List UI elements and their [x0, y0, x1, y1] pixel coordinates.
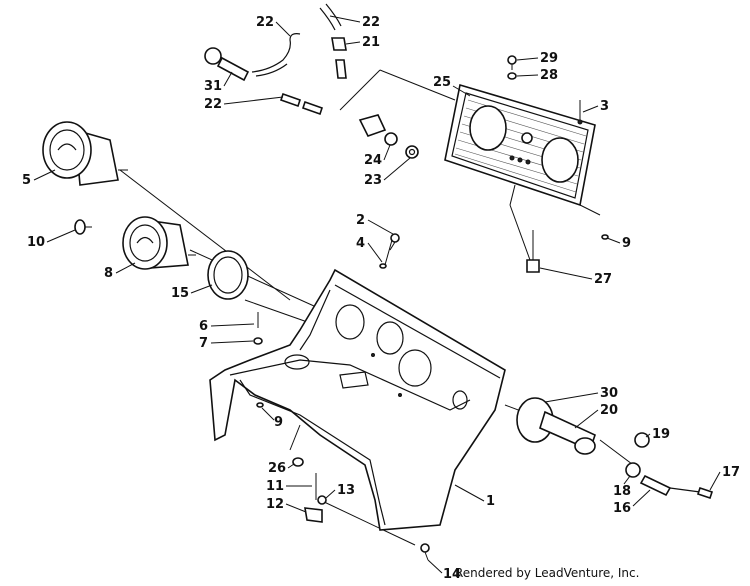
callout-26: 26 [268, 461, 286, 476]
callout-22b: 22 [362, 15, 380, 30]
callout-21: 21 [362, 35, 380, 50]
callout-25: 25 [433, 75, 451, 90]
washer-9-top [601, 234, 609, 240]
callout-23: 23 [364, 173, 382, 188]
callout-10: 10 [27, 235, 45, 250]
tachometer-gauge [122, 216, 196, 270]
callout-6: 6 [199, 319, 208, 334]
callout-22c: 22 [204, 97, 222, 112]
gauge-bezel-ring [207, 250, 249, 300]
callout-1: 1 [486, 494, 495, 509]
choke-assembly [204, 3, 347, 116]
callout-4: 4 [356, 236, 365, 251]
screw-3 [577, 100, 583, 125]
callout-19: 19 [652, 427, 670, 442]
callout-2: 2 [356, 213, 365, 228]
callout-24: 24 [364, 153, 382, 168]
bulb-socket-27 [526, 230, 540, 273]
callout-18: 18 [613, 484, 631, 499]
callout-labels: 1 2 3 4 5 6 7 8 9 9 10 11 12 13 14 15 16 [22, 15, 740, 582]
screw-2 [389, 233, 400, 251]
callout-31: 31 [204, 79, 222, 94]
callout-16: 16 [613, 501, 631, 516]
callout-9b: 9 [274, 415, 283, 430]
ignition-switch [516, 397, 714, 500]
callout-30: 30 [600, 386, 618, 401]
bulb [74, 219, 92, 235]
callout-3: 3 [600, 99, 609, 114]
callout-14: 14 [443, 567, 461, 582]
callout-11: 11 [266, 479, 284, 494]
callout-15: 15 [171, 286, 189, 301]
callout-17: 17 [722, 465, 740, 480]
callout-9a: 9 [622, 236, 631, 251]
callout-28: 28 [540, 68, 558, 83]
callout-29: 29 [540, 51, 558, 66]
callout-13: 13 [337, 483, 355, 498]
washer-9 [256, 402, 264, 408]
bracket-12 [304, 473, 327, 523]
callout-20: 20 [600, 403, 618, 418]
screw-29 [507, 55, 517, 80]
screw-6-7 [253, 312, 263, 345]
grommet-26 [292, 457, 304, 467]
callout-12: 12 [266, 497, 284, 512]
gauge-bezel-plate [444, 83, 596, 207]
callout-8: 8 [104, 266, 113, 281]
speedometer-gauge [42, 121, 128, 186]
callout-22a: 22 [256, 15, 274, 30]
callout-7: 7 [199, 336, 208, 351]
callout-27: 27 [594, 272, 612, 287]
callout-5: 5 [22, 173, 31, 188]
dash-housing [209, 268, 506, 531]
render-credit: Rendered by LeadVenture, Inc. [455, 566, 640, 580]
choke-nut-24-23 [358, 114, 419, 159]
screw-14 [420, 543, 430, 561]
washer-4 [379, 263, 387, 269]
